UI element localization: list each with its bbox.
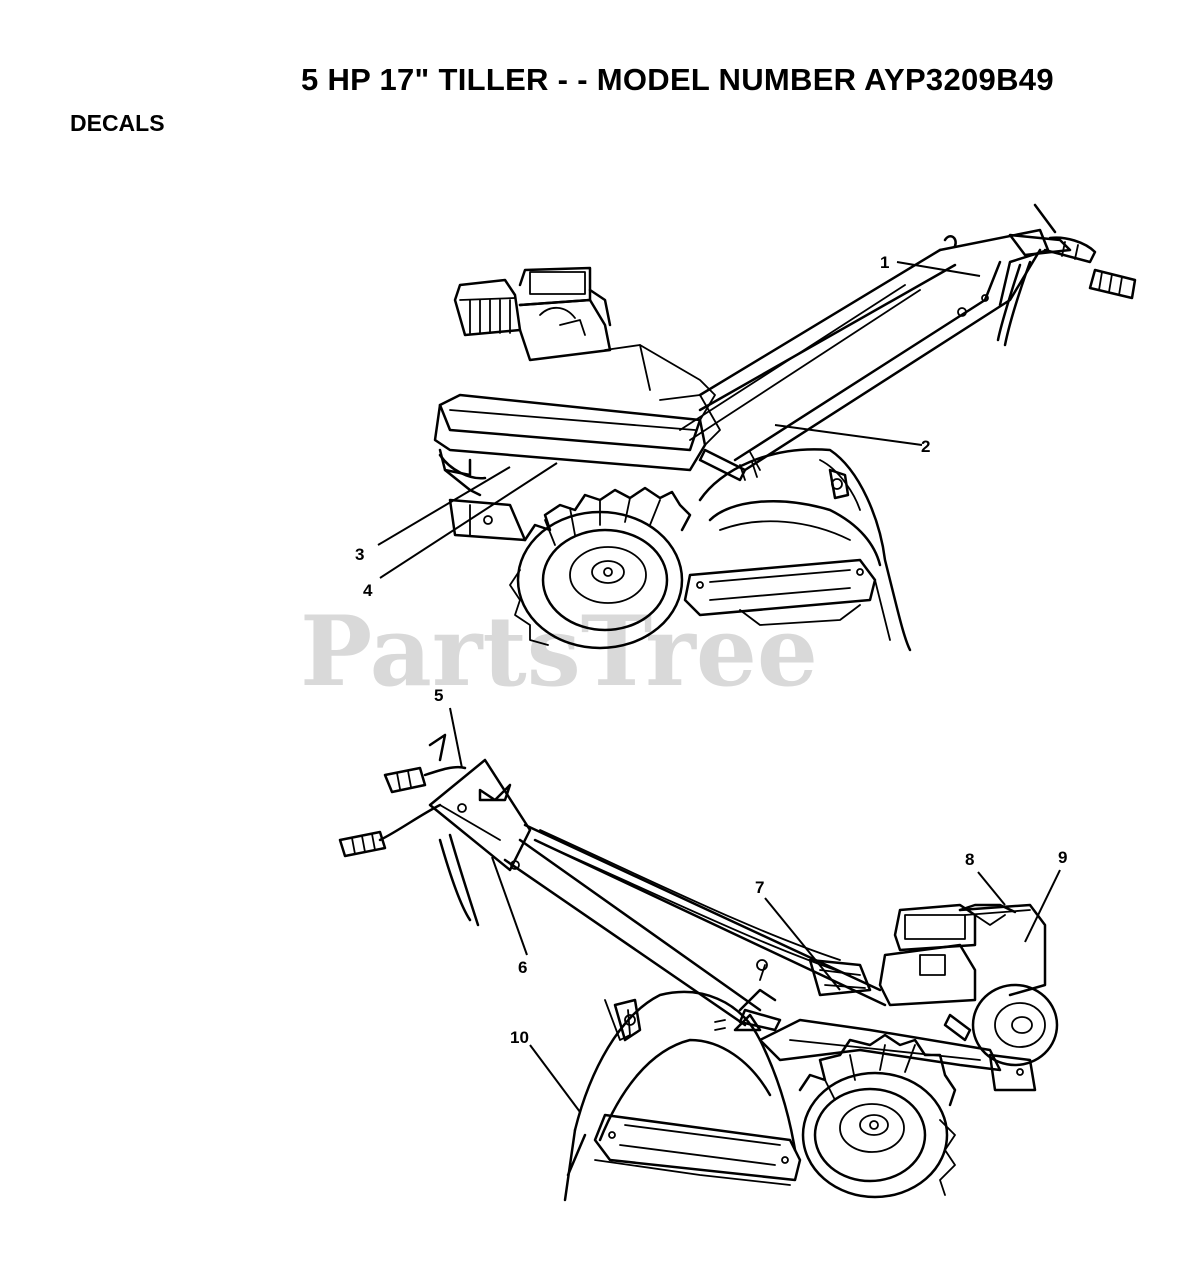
callout-7: 7 bbox=[755, 878, 764, 897]
page-title: 5 HP 17" TILLER - - MODEL NUMBER AYP3209… bbox=[301, 62, 1054, 97]
chassis-top bbox=[433, 344, 721, 542]
engine-bottom bbox=[878, 903, 1059, 1092]
handle-tube-top bbox=[679, 228, 1050, 482]
chassis-bottom bbox=[714, 958, 1002, 1072]
deflector-shield-bottom bbox=[593, 1113, 802, 1186]
engine-top bbox=[453, 266, 612, 362]
skirt-line-top bbox=[874, 579, 891, 641]
deflector-shield-top bbox=[683, 558, 877, 626]
callout-3: 3 bbox=[355, 545, 364, 564]
tine-hood-top bbox=[698, 448, 912, 652]
callout-2: 2 bbox=[921, 437, 930, 456]
callout-5: 5 bbox=[434, 686, 443, 705]
handle-grips-top bbox=[996, 203, 1137, 347]
tine-hood-bottom bbox=[563, 990, 797, 1202]
section-heading: DECALS bbox=[70, 110, 165, 136]
callout-8: 8 bbox=[965, 850, 974, 869]
callout-10: 10 bbox=[510, 1028, 529, 1047]
handle-grips-bottom bbox=[338, 733, 480, 927]
tiller-top-view bbox=[433, 203, 1137, 652]
handle-tube-bottom bbox=[428, 758, 887, 1032]
wheel-bottom bbox=[798, 1033, 957, 1199]
wheel-top bbox=[509, 486, 692, 650]
callouts-bottom: 5 6 7 8 9 10 bbox=[434, 686, 1067, 1047]
leaders-top bbox=[377, 261, 981, 579]
callout-9: 9 bbox=[1058, 848, 1067, 867]
callout-1: 1 bbox=[880, 253, 889, 272]
callouts-top: 1 2 3 4 bbox=[355, 253, 930, 600]
leaders-bottom bbox=[449, 707, 1061, 1113]
callout-4: 4 bbox=[363, 581, 373, 600]
tiller-bottom-view bbox=[338, 733, 1059, 1202]
callout-6: 6 bbox=[518, 958, 527, 977]
